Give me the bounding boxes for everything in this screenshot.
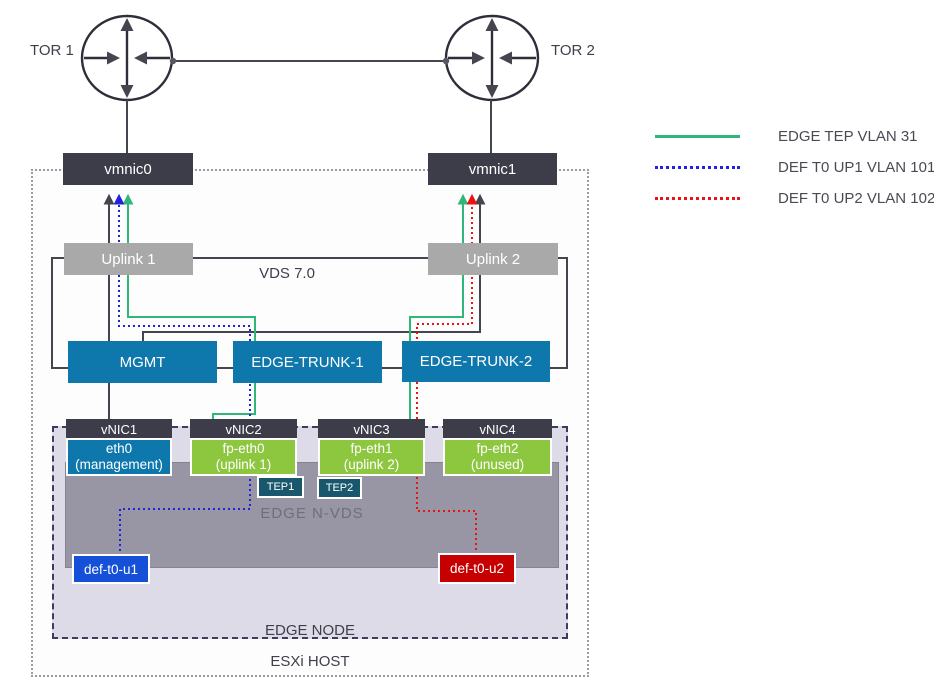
legend-label-def-t0-up1: DEF T0 UP1 VLAN 101 — [778, 159, 934, 176]
fp-eth0-box: fp-eth0 (uplink 1) — [190, 438, 297, 476]
fp-eth0-name: fp-eth0 — [222, 441, 265, 456]
legend: EDGE TEP VLAN 31 DEF T0 UP1 VLAN 101 DEF… — [655, 121, 934, 214]
vmnic1-box: vmnic1 — [428, 153, 557, 185]
tor1-router-icon — [80, 14, 174, 102]
def-t0-u2-box: def-t0-u2 — [438, 553, 516, 584]
vds-label: VDS 7.0 — [259, 265, 315, 282]
portgroup-edge-trunk-2: EDGE-TRUNK-2 — [402, 341, 550, 382]
uplink1-label: Uplink 1 — [101, 250, 156, 268]
legend-row-edge-tep: EDGE TEP VLAN 31 — [655, 121, 930, 152]
def-t0-u2-label: def-t0-u2 — [449, 561, 505, 576]
tor2-router-icon — [444, 14, 540, 102]
fp-eth1-note: (uplink 2) — [343, 457, 400, 472]
vnic3-label: vNIC3 — [353, 422, 390, 437]
esxi-host-label: ESXi HOST — [270, 653, 350, 670]
vnic4-box: vNIC4 — [443, 419, 552, 440]
fp-eth2-box: fp-eth2 (unused) — [443, 438, 552, 476]
edge-node-label: EDGE NODE — [264, 622, 355, 639]
legend-label-edge-tep: EDGE TEP VLAN 31 — [778, 128, 918, 145]
vnic2-box: vNIC2 — [190, 419, 297, 440]
def-t0-u1-box: def-t0-u1 — [72, 554, 150, 584]
vmnic0-label: vmnic0 — [104, 160, 152, 178]
mgmt-label: MGMT — [119, 353, 166, 371]
fp-eth2-note: (unused) — [470, 457, 525, 472]
vnic2-label: vNIC2 — [225, 422, 262, 437]
def-t0-up2-line — [416, 193, 478, 555]
vnic1-box: vNIC1 — [66, 419, 172, 440]
vmnic0-box: vmnic0 — [63, 153, 193, 185]
link-endpoint-dot — [169, 57, 177, 65]
legend-row-def-t0-up1: DEF T0 UP1 VLAN 101 — [655, 152, 934, 183]
def-t0-u1-label: def-t0-u1 — [83, 561, 139, 577]
vnic4-label: vNIC4 — [479, 422, 516, 437]
tor1-label: TOR 1 — [30, 42, 74, 59]
fp-eth2-name: fp-eth2 — [476, 441, 519, 456]
legend-row-def-t0-up2: DEF T0 UP2 VLAN 102 — [655, 183, 934, 214]
portgroup-mgmt: MGMT — [68, 341, 217, 383]
uplink2-label: Uplink 2 — [465, 250, 521, 268]
vmnic1-label: vmnic1 — [468, 160, 517, 178]
tep1-box: TEP1 — [257, 476, 304, 498]
legend-label-def-t0-up2: DEF T0 UP2 VLAN 102 — [778, 190, 934, 207]
tor2-label: TOR 2 — [551, 42, 595, 59]
fp-eth1-name: fp-eth1 — [350, 441, 393, 456]
edge-nvds-label: EDGE N-VDS — [260, 505, 364, 522]
tep1-label: TEP1 — [266, 481, 295, 493]
tep2-label: TEP2 — [325, 482, 354, 494]
link-endpoint-dot — [442, 57, 450, 65]
eth0-note: (management) — [75, 457, 163, 472]
eth0-box: eth0 (management) — [66, 438, 172, 476]
fp-eth1-box: fp-eth1 (uplink 2) — [318, 438, 425, 476]
vnic1-label: vNIC1 — [100, 422, 138, 437]
fp-eth0-note: (uplink 1) — [215, 457, 272, 472]
uplink2-box: Uplink 2 — [428, 243, 558, 275]
edge-trunk-1-label: EDGE-TRUNK-1 — [251, 353, 364, 371]
uplink1-box: Uplink 1 — [64, 243, 193, 275]
eth0-name: eth0 — [105, 441, 133, 456]
tep2-box: TEP2 — [317, 477, 362, 499]
legend-swatch-green-solid — [655, 135, 740, 138]
edge-tep-lines — [122, 193, 469, 420]
vnic3-box: vNIC3 — [318, 419, 425, 440]
portgroup-edge-trunk-1: EDGE-TRUNK-1 — [233, 341, 382, 383]
edge-trunk-2-label: EDGE-TRUNK-2 — [419, 353, 533, 370]
legend-swatch-blue-dotted — [655, 166, 740, 169]
legend-swatch-red-dotted — [655, 197, 740, 200]
